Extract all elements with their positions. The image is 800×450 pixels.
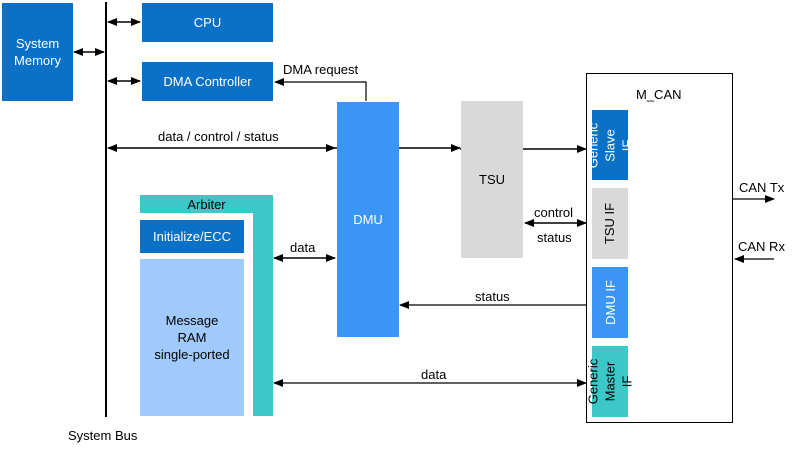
data-control-status-label: data / control / status [158, 129, 279, 144]
dmu-if-label: DMU IF [602, 280, 618, 325]
cpu-block: CPU [142, 3, 273, 42]
dma-request-arrow [274, 78, 367, 101]
generic-master-if-block: Generic Master IF [586, 346, 635, 417]
tsu-status-label: status [537, 230, 572, 245]
master-data-label: data [421, 367, 447, 382]
message-ram-block: Message RAM single-ported [140, 259, 244, 416]
can-tx-label: CAN Tx [739, 180, 785, 195]
can-rx-label: CAN Rx [738, 239, 785, 254]
dmu-status-label: status [475, 289, 510, 304]
dma-controller-block: DMA Controller [142, 62, 273, 101]
dmu-block: DMU [337, 102, 399, 337]
tsu-if-block: TSU IF [592, 188, 628, 259]
tsu-block: TSU [461, 101, 523, 258]
arbiter-block: Arbiter [140, 195, 273, 213]
system-memory-block: System Memory [2, 3, 73, 101]
m-can-title: M_CAN [636, 87, 682, 102]
generic-slave-if-label: Generic Slave IF [585, 122, 635, 168]
arbiter-dmu-data-label: data [290, 240, 316, 255]
initialize-ecc-block: Initialize/ECC [140, 220, 244, 253]
tsu-if-label: TSU IF [602, 202, 618, 245]
control-label: control [534, 205, 574, 220]
system-bus-label: System Bus [68, 428, 138, 443]
dmu-if-block: DMU IF [592, 267, 628, 338]
generic-master-if-label: Generic Master IF [585, 358, 635, 405]
arbiter-column [253, 213, 273, 416]
generic-slave-if-block: Generic Slave IF [586, 110, 635, 180]
dma-request-label: DMA request [283, 62, 359, 77]
